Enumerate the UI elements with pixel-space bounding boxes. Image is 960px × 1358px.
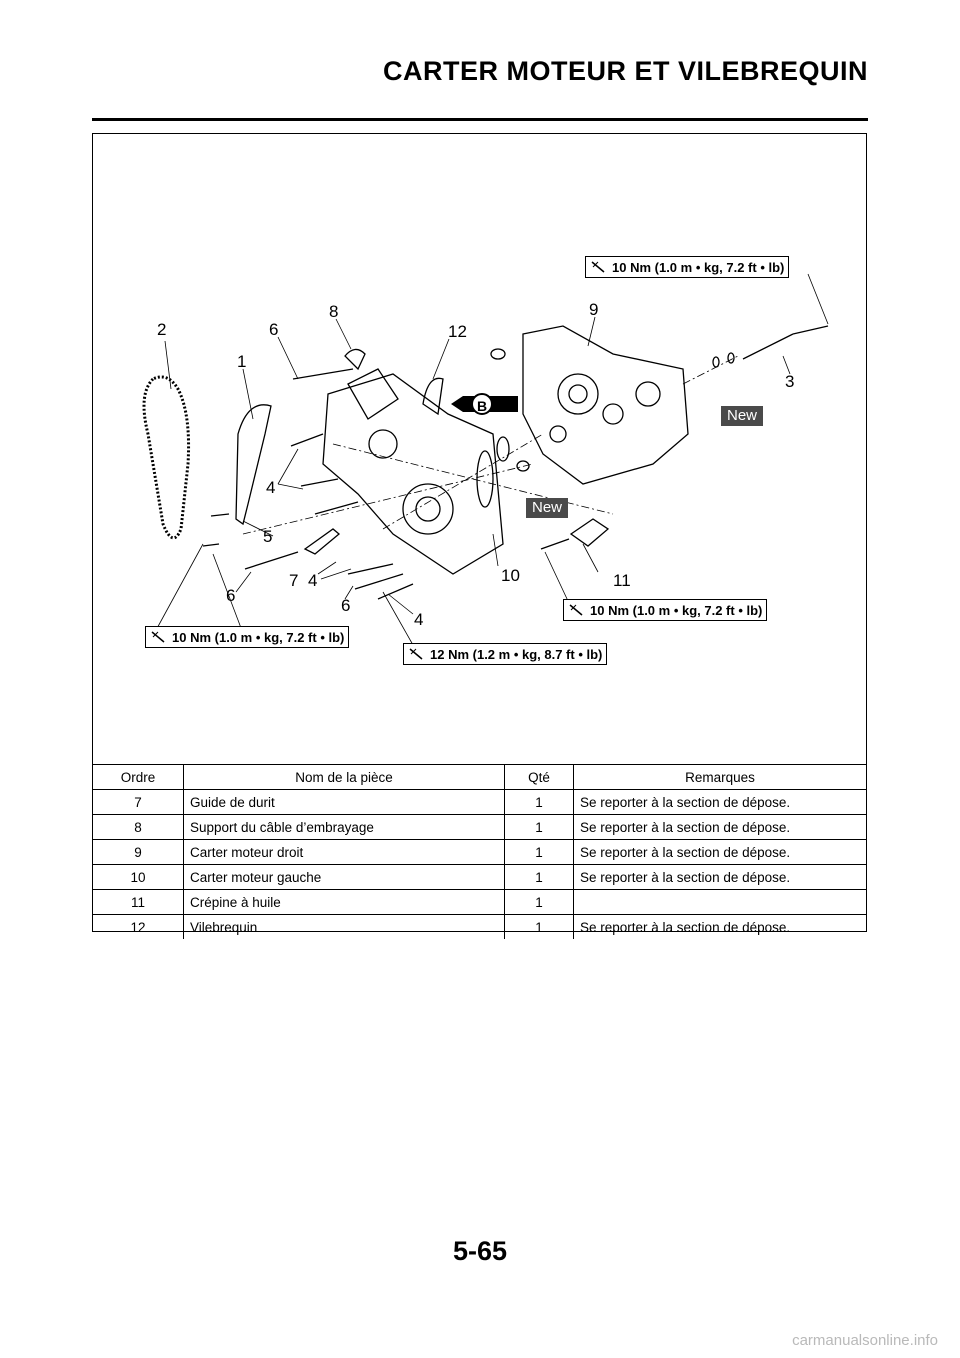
callout-1: 1 (237, 352, 247, 371)
cell-order: 9 (93, 839, 184, 865)
parts-table: Ordre Nom de la pièce Qté Remarques 7 Gu… (93, 764, 866, 939)
cell-part-name: Carter moteur droit (183, 839, 505, 865)
torque-spec: 12 Nm (1.2 m • kg, 8.7 ft • lb) (403, 643, 608, 665)
content-frame: 2 1 6 8 12 9 3 4 5 6 7 4 6 4 10 11 B New… (92, 133, 867, 939)
cell-qty: 1 (504, 889, 574, 915)
table-row: 8 Support du câble d’embrayage 1 Se repo… (93, 814, 866, 840)
cell-order: 7 (93, 789, 184, 815)
torque-spec: 10 Nm (1.0 m • kg, 7.2 ft • lb) (563, 599, 768, 621)
torque-label: 12 Nm (1.2 m • kg, 8.7 ft • lb) (430, 647, 603, 662)
header-qty: Qté (504, 764, 574, 790)
callout-6: 6 (226, 586, 236, 605)
left-crankcase (322, 373, 504, 575)
cell-part-name: Vilebrequin (183, 914, 505, 939)
wrench-icon (151, 631, 165, 643)
wrench-icon (409, 648, 423, 660)
page-number: 5-65 (452, 1236, 508, 1266)
right-crankcase (522, 325, 689, 485)
torque-spec: 10 Nm (1.0 m • kg, 7.2 ft • lb) (585, 256, 790, 278)
callout-12: 12 (448, 322, 467, 341)
cell-remarks (573, 889, 866, 915)
cell-order: 10 (93, 864, 184, 890)
new-badge: New (721, 406, 764, 426)
cell-order: 12 (93, 914, 184, 939)
callout-4: 4 (414, 610, 424, 629)
callout-11: 11 (613, 571, 631, 590)
callout-2: 2 (157, 320, 167, 339)
torque-label: 10 Nm (1.0 m • kg, 7.2 ft • lb) (172, 630, 345, 645)
table-row: 10 Carter moteur gauche 1 Se reporter à … (93, 864, 866, 890)
table-row: 12 Vilebrequin 1 Se reporter à la sectio… (93, 914, 866, 939)
left-crankcase-top (347, 368, 399, 420)
cell-qty: 1 (504, 814, 574, 840)
clutch-cable-support (344, 348, 366, 371)
new-badge: New (526, 498, 569, 518)
torque-label: 10 Nm (1.0 m • kg, 7.2 ft • lb) (590, 603, 763, 618)
cell-remarks: Se reporter à la section de dépose. (573, 839, 866, 865)
chain-guide (235, 404, 272, 526)
table-row: 7 Guide de durit 1 Se reporter à la sect… (93, 789, 866, 815)
crankshaft (422, 377, 444, 416)
cell-remarks: Se reporter à la section de dépose. (573, 814, 866, 840)
callout-5: 5 (263, 527, 273, 546)
callout-4: 4 (266, 478, 276, 497)
cell-part-name: Carter moteur gauche (183, 864, 505, 890)
watermark: carmanualsonline.info (792, 1332, 938, 1349)
table-header-row: Ordre Nom de la pièce Qté Remarques (93, 764, 866, 790)
header-order: Ordre (93, 764, 184, 790)
callout-4: 4 (308, 571, 318, 590)
oil-strainer (569, 518, 610, 547)
cell-part-name: Support du câble d’embrayage (183, 814, 505, 840)
callout-7: 7 (289, 571, 299, 590)
b-marker: B (471, 393, 493, 415)
cell-remarks: Se reporter à la section de dépose. (573, 864, 866, 890)
callout-6: 6 (341, 596, 351, 615)
hose-guide (303, 528, 341, 555)
header-rule (92, 118, 868, 121)
cell-part-name: Crépine à huile (183, 889, 505, 915)
cell-order: 8 (93, 814, 184, 840)
exploded-diagram: 2 1 6 8 12 9 3 4 5 6 7 4 6 4 10 11 B New… (93, 134, 866, 764)
torque-label: 10 Nm (1.0 m • kg, 7.2 ft • lb) (612, 260, 785, 275)
table-row: 9 Carter moteur droit 1 Se reporter à la… (93, 839, 866, 865)
diagram-drawing (142, 273, 829, 646)
table-row: 11 Crépine à huile 1 (93, 889, 866, 915)
timing-chain (142, 375, 191, 540)
callout-9: 9 (589, 300, 599, 319)
header-part-name: Nom de la pièce (183, 764, 505, 790)
callout-8: 8 (329, 302, 339, 321)
callout-3: 3 (785, 372, 795, 391)
cell-qty: 1 (504, 839, 574, 865)
cell-qty: 1 (504, 914, 574, 939)
header-remarks: Remarques (573, 764, 866, 790)
cell-remarks: Se reporter à la section de dépose. (573, 914, 866, 939)
cell-part-name: Guide de durit (183, 789, 505, 815)
cell-qty: 1 (504, 789, 574, 815)
page-title: CARTER MOTEUR ET VILEBREQUIN (382, 56, 868, 86)
cell-qty: 1 (504, 864, 574, 890)
wrench-icon (591, 261, 605, 273)
callout-10: 10 (501, 566, 520, 585)
cell-remarks: Se reporter à la section de dépose. (573, 789, 866, 815)
wrench-icon (569, 604, 583, 616)
torque-spec: 10 Nm (1.0 m • kg, 7.2 ft • lb) (145, 626, 350, 648)
callout-6: 6 (269, 320, 279, 339)
cell-order: 11 (93, 889, 184, 915)
